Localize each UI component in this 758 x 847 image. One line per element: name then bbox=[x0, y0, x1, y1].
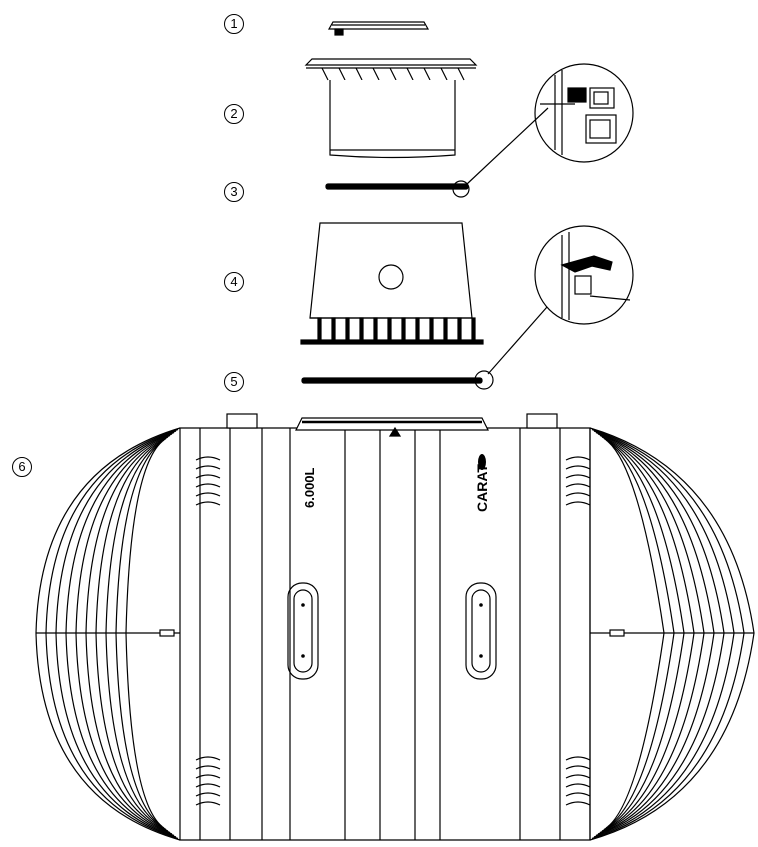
callout-1: 1 bbox=[224, 14, 244, 34]
tank-volume-label: 6.000L bbox=[302, 467, 317, 508]
part-gasket-lower bbox=[301, 370, 494, 390]
callout-3: 3 bbox=[224, 182, 244, 202]
seal-detail-upper bbox=[466, 63, 634, 185]
brand-logo-icon bbox=[478, 454, 486, 470]
part-cover-lid bbox=[327, 21, 430, 36]
callout-6: 6 bbox=[12, 457, 32, 477]
callout-5: 5 bbox=[224, 372, 244, 392]
callout-2: 2 bbox=[224, 104, 244, 124]
seal-detail-lower bbox=[487, 225, 634, 375]
part-telescopic-shaft bbox=[304, 58, 478, 159]
tank-brand-label: CARAT bbox=[474, 464, 490, 512]
part-tank-body bbox=[35, 413, 755, 841]
callout-4: 4 bbox=[224, 272, 244, 292]
part-gasket-upper bbox=[325, 180, 470, 198]
part-tank-dome bbox=[300, 222, 484, 345]
